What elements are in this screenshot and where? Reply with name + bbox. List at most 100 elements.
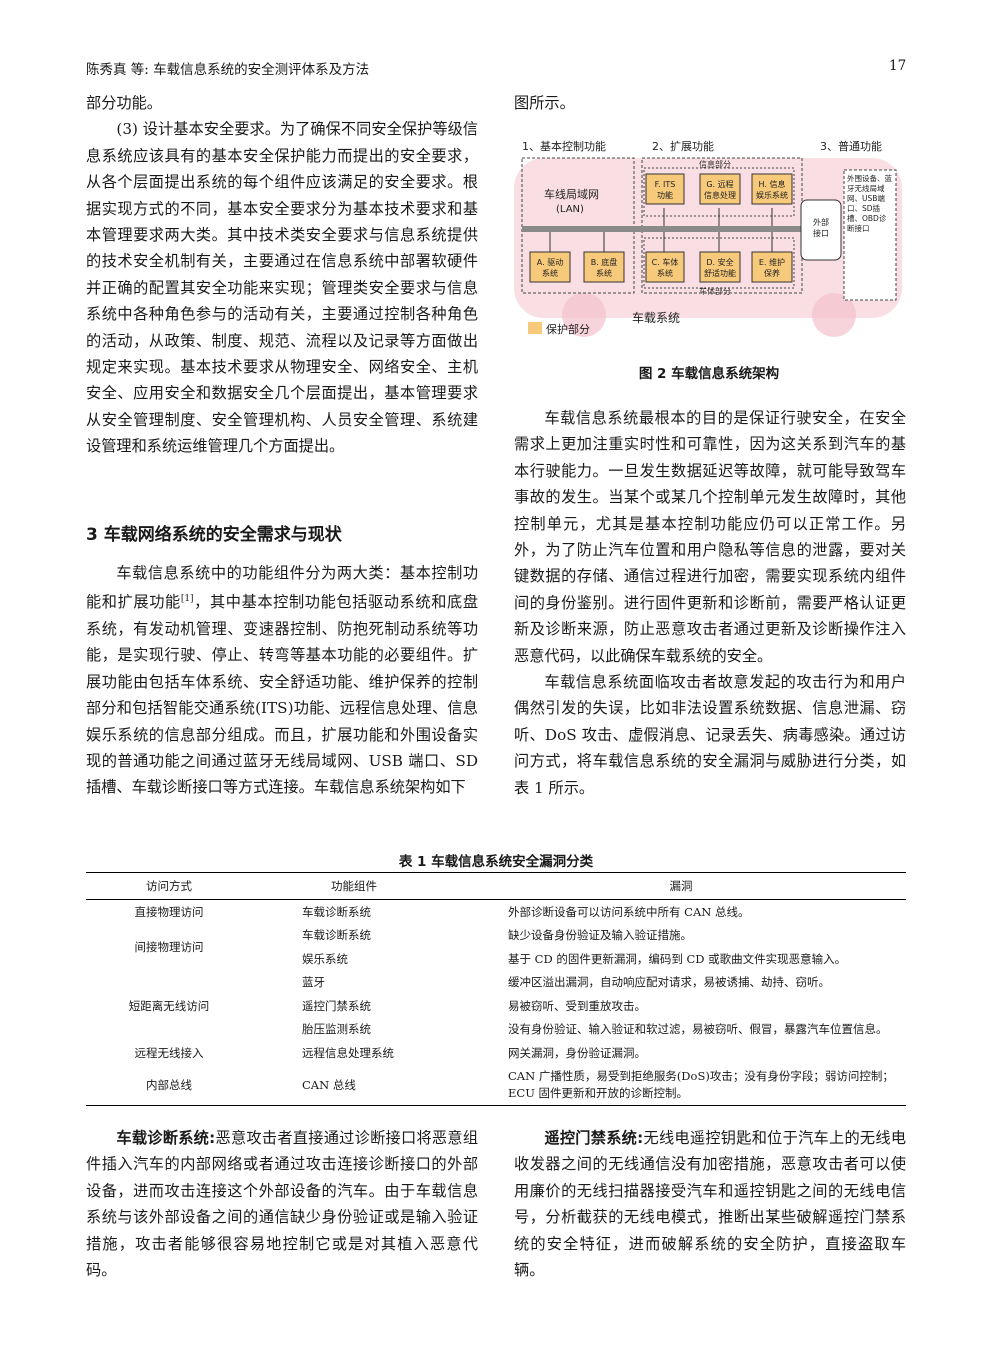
col-header: 访问方式 — [86, 872, 252, 900]
text: ，其中基本控制功能包括驱动系统和底盘系统，有发动机管理、变速器控制、防抱死制动系… — [86, 593, 479, 797]
external-interface-text: 外部 — [813, 217, 829, 227]
common-function-box — [843, 169, 897, 301]
box-d — [699, 251, 741, 283]
box-f — [645, 173, 685, 205]
legend-label: 保护部分 — [546, 322, 590, 336]
cell-component: 车载诊断系统 — [302, 928, 371, 943]
table-row: 远程无线接入 远程信息处理系统 网关漏洞，身份验证漏洞。 — [86, 1041, 906, 1065]
box-b — [583, 251, 625, 283]
cell-access: 内部总线 — [86, 1064, 252, 1106]
paragraph: 部分功能。 — [86, 94, 162, 112]
vuln-line: ECU 固件更新和开放的诊断控制。 — [508, 1085, 689, 1100]
term: 遥控门禁系统: — [544, 1129, 644, 1147]
svg-text:D. 安全: D. 安全 — [706, 257, 733, 267]
table-row: 胎压监测系统 没有身份验证、输入验证和软过滤，易被窃听、假冒，暴露汽车位置信息。 — [86, 1018, 906, 1042]
svg-text:功能: 功能 — [657, 190, 673, 200]
svg-text:B. 底盘: B. 底盘 — [591, 257, 618, 267]
svg-text:娱乐系统: 娱乐系统 — [756, 190, 788, 200]
vuln-line: CAN 广播性质，易受到拒绝服务(DoS)攻击；没有身份字段；弱访问控制； — [508, 1068, 894, 1083]
svg-text:系统: 系统 — [657, 268, 673, 278]
svg-text:H. 信息: H. 信息 — [759, 179, 786, 189]
lan-label-2: (LAN) — [556, 204, 584, 215]
figure-caption: 图 2 车载信息系统架构 — [638, 366, 780, 382]
label-basic: 1、基本控制功能 — [522, 139, 606, 153]
paragraph: 图所示。 — [514, 94, 575, 112]
svg-text:E. 维护: E. 维护 — [759, 257, 785, 267]
cell-access: 间接物理访问 — [134, 940, 204, 954]
cell-vuln: CAN 广播性质，易受到拒绝服务(DoS)攻击；没有身份字段；弱访问控制； ECU… — [456, 1064, 906, 1106]
left-column-top: 部分功能。 (3) 设计基本安全要求。为了确保不同安全保护等级信息系统应该具有的… — [86, 90, 478, 460]
paragraph: (3) 设计基本安全要求。为了确保不同安全保护等级信息系统应该具有的基本安全保护… — [86, 120, 478, 456]
section-heading: 3 车载网络系统的安全需求与现状 — [86, 525, 342, 545]
label-ext: 2、扩展功能 — [652, 139, 714, 153]
paragraph: 车载信息系统面临攻击者故意发起的攻击行为和用户偶然引发的失误，比如非法设置系统数… — [514, 673, 906, 797]
architecture-figure: 1、基本控制功能 2、扩展功能 3、普通功能 信息部分 车体部分 车线局域网 (… — [514, 139, 902, 337]
cell-vuln: 易被窃听、受到重放攻击。 — [508, 998, 646, 1013]
box-a — [529, 251, 571, 283]
paragraph: 遥控门禁系统:无线电遥控钥匙和位于汽车上的无线电收发器之间的无线通信没有加密措施… — [514, 1125, 906, 1283]
cell-component: CAN 总线 — [252, 1064, 456, 1106]
svg-text:A. 驱动: A. 驱动 — [537, 257, 563, 267]
table-caption: 表 1 车载信息系统安全漏洞分类 — [398, 854, 594, 870]
text: 恶意攻击者直接通过诊断接口将恶意组件插入汽车的内部网络或者通过攻击连接诊断接口的… — [86, 1129, 479, 1280]
page-number: 17 — [889, 58, 907, 74]
right-column-mid: 车载信息系统最根本的目的是保证行驶安全，在安全需求上更加注重实时性和可靠性，因为… — [514, 405, 906, 801]
table-row: 遥控门禁系统 易被窃听、受到重放攻击。 — [86, 994, 906, 1018]
svg-text:接口: 接口 — [813, 228, 829, 238]
left-column-bottom: 车载诊断系统:恶意攻击者直接通过诊断接口将恶意组件插入汽车的内部网络或者通过攻击… — [86, 1125, 478, 1283]
cell-access: 远程无线接入 — [134, 1045, 204, 1060]
table-row: 直接物理访问 车载诊断系统 外部诊断设备可以访问系统中所有 CAN 总线。 — [86, 900, 906, 924]
box-h — [751, 173, 793, 205]
svg-text:舒适功能: 舒适功能 — [704, 268, 736, 278]
cell-component: 远程信息处理系统 — [302, 1045, 394, 1060]
table-header-row: 访问方式 功能组件 漏洞 — [86, 872, 906, 900]
col-header: 漏洞 — [456, 872, 906, 900]
right-column-bottom: 遥控门禁系统:无线电遥控钥匙和位于汽车上的无线电收发器之间的无线通信没有加密措施… — [514, 1125, 906, 1283]
text: 无线电遥控钥匙和位于汽车上的无线电收发器之间的无线通信没有加密措施，恶意攻击者可… — [514, 1129, 907, 1280]
svg-text:系统: 系统 — [542, 268, 558, 278]
vulnerability-table: 访问方式 功能组件 漏洞 直接物理访问 车载诊断系统 外部诊断设备可以访问系统中… — [86, 872, 906, 1106]
lan-label: 车线局域网 — [544, 187, 599, 201]
cell-component: 遥控门禁系统 — [302, 998, 371, 1013]
running-header: 陈秀真 等: 车载信息系统的安全测评体系及方法 — [86, 62, 370, 78]
cell-access: 直接物理访问 — [134, 904, 204, 919]
cell-component: 蓝牙 — [302, 975, 325, 990]
citation[interactable]: [1] — [180, 594, 194, 605]
vehicle-label: 车载系统 — [632, 310, 680, 325]
paragraph: 车载诊断系统:恶意攻击者直接通过诊断接口将恶意组件插入汽车的内部网络或者通过攻击… — [86, 1125, 478, 1283]
cell-vuln: 基于 CD 的固件更新漏洞，编码到 CD 或歌曲文件实现恶意输入。 — [508, 951, 847, 966]
common-function-list: 外围设备、蓝牙无线局域网、USB端口、SD插槽、OBD诊断接口 — [847, 174, 892, 233]
box-c — [645, 251, 685, 283]
svg-text:信息处理: 信息处理 — [704, 190, 736, 200]
box-e — [751, 251, 793, 283]
legend-swatch — [528, 322, 542, 334]
cell-component: 胎压监测系统 — [302, 1022, 371, 1037]
cell-vuln: 缓冲区溢出漏洞，自动响应配对请求，易被诱捕、劫持、窃听。 — [508, 975, 830, 990]
text: 车载信息系统中的功能组件分为两大类：基本控制功能和扩展功能 — [86, 564, 478, 612]
term: 车载诊断系统: — [116, 1129, 216, 1147]
table-row: 短距离无线访问 蓝牙 缓冲区溢出漏洞，自动响应配对请求，易被诱捕、劫持、窃听。 — [86, 971, 906, 1013]
info-part-label: 信息部分 — [699, 159, 731, 169]
basic-group — [521, 157, 635, 294]
box-f-text: F. ITS — [655, 180, 676, 189]
paragraph: 车载信息系统最根本的目的是保证行驶安全，在安全需求上更加注重实时性和可靠性，因为… — [514, 409, 906, 665]
body-part-label: 车体部分 — [699, 286, 731, 296]
svg-text:G. 远程: G. 远程 — [706, 180, 733, 189]
cell-vuln: 外部诊断设备可以访问系统中所有 CAN 总线。 — [508, 904, 750, 919]
cell-vuln: 网关漏洞，身份验证漏洞。 — [508, 1045, 646, 1060]
svg-text:系统: 系统 — [596, 268, 612, 278]
external-interface-box — [800, 199, 842, 261]
paragraph: 车载信息系统中的功能组件分为两大类：基本控制功能和扩展功能[1]，其中基本控制功… — [86, 560, 478, 801]
box-g — [699, 173, 741, 205]
col-header: 功能组件 — [252, 872, 456, 900]
cell-vuln: 没有身份验证、输入验证和软过滤，易被窃听、假冒，暴露汽车位置信息。 — [508, 1022, 888, 1037]
cell-access: 短距离无线访问 — [128, 998, 210, 1013]
cell-vuln: 缺少设备身份验证及输入验证措施。 — [508, 928, 692, 943]
table-row: 间接物理访问 车载诊断系统 缺少设备身份验证及输入验证措施。 — [86, 924, 906, 954]
left-column-mid: 车载信息系统中的功能组件分为两大类：基本控制功能和扩展功能[1]，其中基本控制功… — [86, 560, 478, 801]
svg-text:保养: 保养 — [764, 268, 780, 278]
table-row: 内部总线 CAN 总线 CAN 广播性质，易受到拒绝服务(DoS)攻击；没有身份… — [86, 1064, 906, 1106]
label-common: 3、普通功能 — [820, 139, 882, 153]
lan-bus — [522, 226, 812, 232]
svg-text:C. 车体: C. 车体 — [652, 257, 679, 267]
